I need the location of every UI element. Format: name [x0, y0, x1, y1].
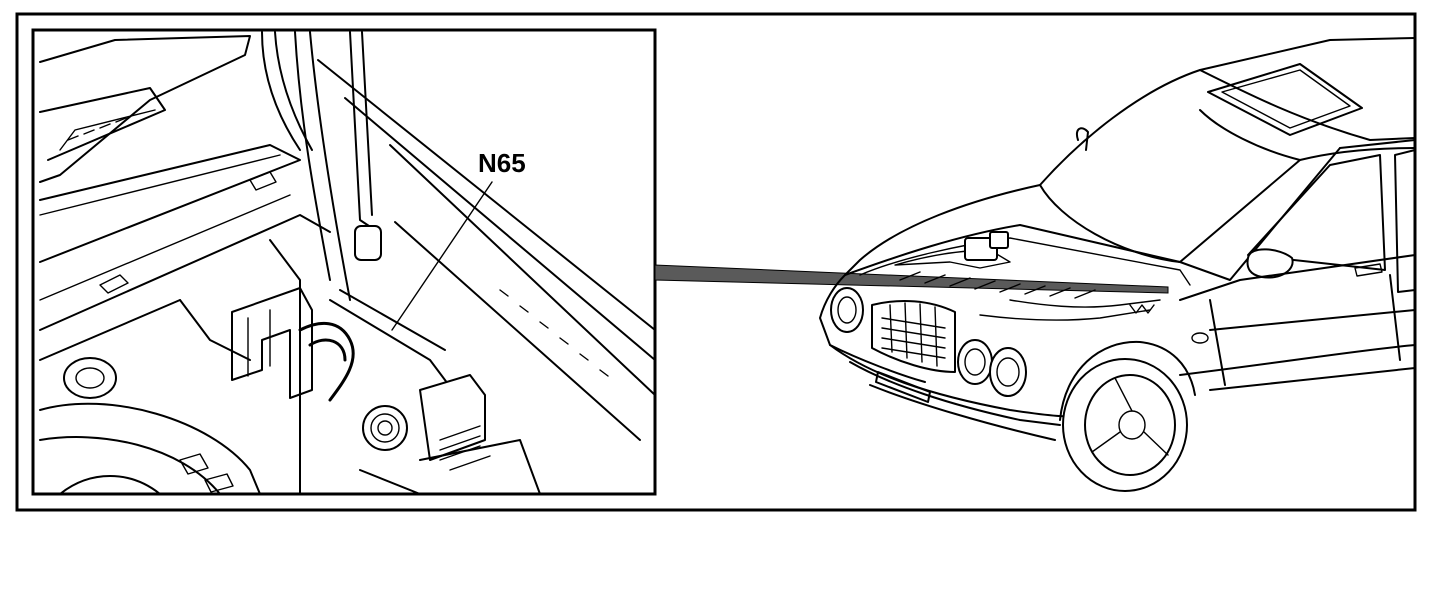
detail-inset: N65	[31, 28, 657, 496]
callout-leader-line	[391, 181, 493, 331]
detail-inset-drawing	[39, 31, 655, 494]
detail-inset-frame	[31, 28, 657, 496]
car-illustration	[819, 37, 1416, 492]
outer-frame	[15, 12, 1417, 512]
callout-label-n65: N65	[478, 148, 526, 178]
inset-to-car-leader	[654, 264, 1169, 294]
